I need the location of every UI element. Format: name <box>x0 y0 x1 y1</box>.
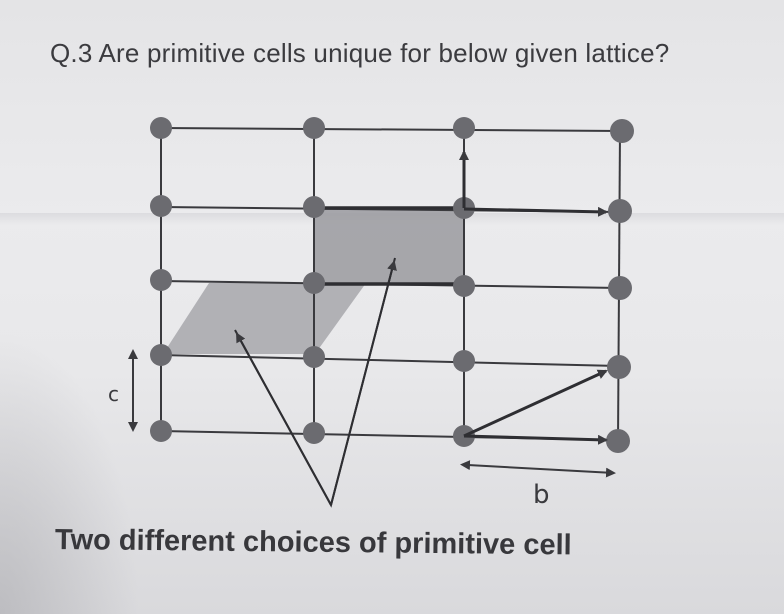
label-c: c <box>108 382 119 406</box>
lattice-point <box>150 420 172 442</box>
lattice-point <box>150 269 172 291</box>
lattice-point <box>607 355 631 379</box>
primitive-cells <box>163 208 464 354</box>
lattice-point <box>610 119 634 143</box>
lattice-point <box>150 344 172 366</box>
lattice-point <box>303 422 325 444</box>
lattice-point <box>303 196 325 218</box>
caption-text: Two different choices of primitive cell <box>54 524 572 562</box>
shadow <box>0 330 140 614</box>
lattice-point <box>150 195 172 217</box>
oblique-cell <box>163 283 366 354</box>
lattice-point <box>453 350 475 372</box>
lattice-point <box>453 117 475 139</box>
vector-b-right <box>463 434 608 445</box>
vector-diagonal <box>463 369 608 438</box>
label-b: b <box>533 480 550 510</box>
vector-a1-right <box>463 206 608 217</box>
lattice-point <box>303 346 325 368</box>
lattice-point <box>303 117 325 139</box>
lattice-point <box>303 272 325 294</box>
lattice-point <box>453 275 475 297</box>
lattice-point <box>150 117 172 139</box>
dimension-b <box>460 460 616 478</box>
lattice-point <box>608 199 632 223</box>
rectangular-cell <box>314 208 464 284</box>
lattice-points <box>150 117 634 453</box>
question-text: Q.3 Are primitive cells unique for below… <box>50 38 670 68</box>
lattice-vectors <box>234 150 608 508</box>
lattice-point <box>608 276 632 300</box>
lattice-point <box>606 429 630 453</box>
